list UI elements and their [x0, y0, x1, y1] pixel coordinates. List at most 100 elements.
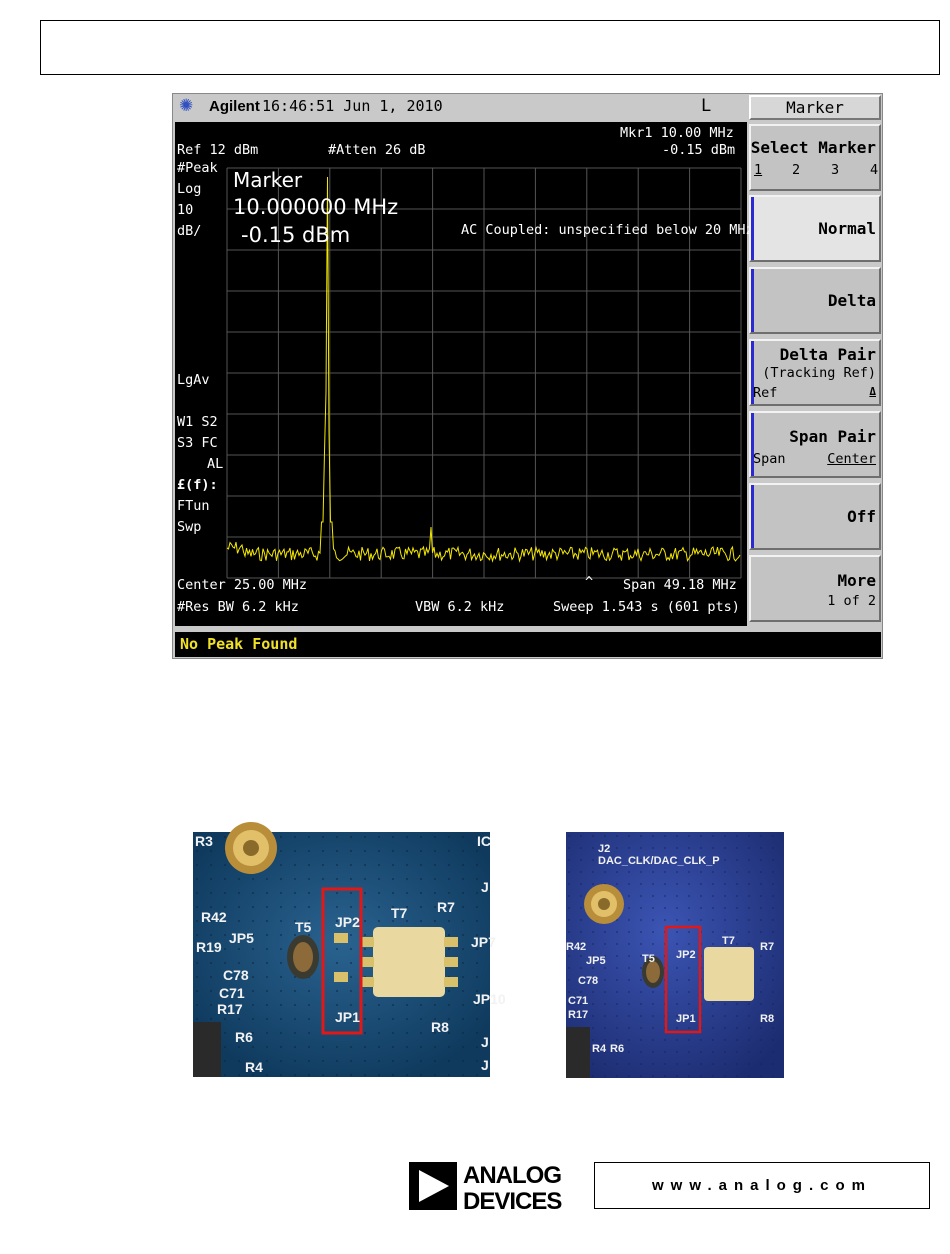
- label-r3: R3: [195, 833, 213, 849]
- label-c78: C78: [578, 975, 598, 987]
- marker-caret: ^: [585, 574, 594, 590]
- span-pair-label: Span Pair: [789, 427, 876, 446]
- sweep-annotation: Swp: [177, 519, 202, 535]
- label-t7: T7: [722, 935, 735, 947]
- detector-annotation: #Peak: [177, 160, 218, 176]
- sweep-time: Sweep 1.543 s (601 pts): [553, 599, 740, 615]
- select-marker-softkey[interactable]: Select Marker 1 2 3 4: [749, 124, 881, 191]
- normal-label: Normal: [818, 219, 876, 238]
- attenuation: #Atten 26 dB: [328, 142, 426, 158]
- label-jp5: JP5: [229, 930, 254, 946]
- label-ic: IC: [477, 833, 491, 849]
- status-message: No Peak Found: [180, 635, 298, 653]
- marker-option-4: 4: [870, 162, 879, 178]
- trace-annotation-3: AL: [207, 456, 224, 472]
- more-softkey[interactable]: More 1 of 2: [749, 555, 881, 622]
- label-r8: R8: [431, 1019, 449, 1035]
- label-r6: R6: [610, 1043, 624, 1055]
- analog-devices-logo-drawing: ANALOG DEVICES: [409, 1162, 563, 1215]
- span-pair-center: Center: [827, 451, 876, 467]
- scale-unit: dB/: [177, 223, 202, 239]
- analyzer-title-bar: ✺ Agilent 16:46:51 Jun 1, 2010 L: [173, 94, 748, 119]
- analyzer-screen: Mkr1 10.00 MHz -0.15 dBm Ref 12 dBm #Att…: [175, 122, 754, 626]
- delta-softkey[interactable]: Delta: [749, 267, 881, 334]
- label-r19: R19: [196, 939, 222, 955]
- label-r4: R4: [592, 1043, 607, 1055]
- reference-level: Ref 12 dBm: [177, 142, 259, 158]
- marker-option-1: 1: [754, 162, 763, 178]
- analog-devices-logo: ANALOG DEVICES: [409, 1162, 579, 1215]
- label-j-1: J: [481, 879, 489, 895]
- label-r8: R8: [760, 1013, 774, 1025]
- label-j-3: J: [481, 1057, 489, 1073]
- softkey-menu-title: Marker: [749, 95, 881, 120]
- board-photo-right-drawing: J2 DAC_CLK/DAC_CLK_P R42 JP5 C78 C71 R17…: [566, 832, 784, 1078]
- logo-triangle-icon: [419, 1170, 449, 1202]
- resolution-bandwidth: #Res BW 6.2 kHz: [177, 599, 299, 615]
- board-photo-left-drawing: R3 R42 R19 JP5 C78 C71 R17 R6 R4 T5 JP2 …: [193, 822, 506, 1077]
- marker-readout-frequency: Mkr1 10.00 MHz: [620, 125, 734, 141]
- label-r42: R42: [566, 941, 586, 953]
- delta-icon: Δ: [869, 385, 876, 398]
- center-frequency: Center 25.00 MHz: [177, 577, 308, 593]
- scale-type: Log: [177, 181, 202, 197]
- label-r17: R17: [217, 1001, 243, 1017]
- more-page: 1 of 2: [827, 593, 876, 609]
- label-r17: R17: [568, 1009, 588, 1021]
- marker-box-amplitude: -0.15 dBm: [241, 223, 351, 247]
- label-r7: R7: [760, 941, 774, 953]
- label-t5: T5: [642, 953, 655, 965]
- label-jp7: JP7: [471, 934, 496, 950]
- label-r6: R6: [235, 1029, 253, 1045]
- delta-label: Delta: [827, 291, 876, 310]
- label-r7: R7: [437, 899, 455, 915]
- average-annotation: LgAv: [177, 372, 210, 388]
- marker-box-title: Marker: [233, 168, 303, 192]
- header-box: [40, 20, 940, 75]
- normal-softkey[interactable]: Normal: [749, 195, 881, 262]
- video-bandwidth: VBW 6.2 kHz: [415, 599, 505, 615]
- label-jp10: JP10: [473, 991, 506, 1007]
- logo-line-2: DEVICES: [463, 1188, 562, 1215]
- label-j-2: J: [481, 1034, 489, 1050]
- timestamp: 16:46:51 Jun 1, 2010: [262, 97, 443, 115]
- delta-pair-ref: Ref: [753, 385, 778, 401]
- label-j2: J2: [598, 843, 610, 855]
- delta-pair-sub: (Tracking Ref): [762, 365, 876, 381]
- label-c78: C78: [223, 967, 249, 983]
- softkey-panel: Marker Select Marker 1 2 3 4 Normal Delt…: [749, 94, 883, 628]
- label-t7: T7: [391, 905, 408, 921]
- label-jp2: JP2: [335, 914, 360, 930]
- marker-option-2: 2: [792, 162, 801, 178]
- coupling-note: AC Coupled: unspecified below 20 MHz: [461, 222, 754, 238]
- brand-name: Agilent: [209, 98, 260, 115]
- label-c71: C71: [219, 985, 245, 1001]
- website-url[interactable]: www.analog.com: [594, 1162, 930, 1209]
- off-label: Off: [847, 507, 876, 526]
- graticule-grid: [226, 167, 742, 579]
- local-indicator: L: [701, 96, 712, 116]
- label-jp5: JP5: [586, 955, 606, 967]
- status-message-bar: No Peak Found: [175, 632, 881, 657]
- marker-readout-amplitude: -0.15 dBm: [662, 142, 736, 158]
- select-marker-label: Select Marker: [750, 138, 876, 157]
- label-t5: T5: [295, 919, 312, 935]
- scale-value: 10: [177, 202, 194, 218]
- spectrum-trace: [226, 176, 741, 563]
- label-jp2: JP2: [676, 949, 696, 961]
- off-softkey[interactable]: Off: [749, 483, 881, 550]
- delta-pair-softkey[interactable]: Delta Pair (Tracking Ref) Ref Δ: [749, 339, 881, 406]
- board-photo-right: J2 DAC_CLK/DAC_CLK_P R42 JP5 C78 C71 R17…: [566, 832, 784, 1078]
- delta-pair-label: Delta Pair: [779, 345, 876, 364]
- more-label: More: [837, 571, 876, 590]
- marker-box-frequency: 10.000000 MHz: [233, 195, 399, 219]
- span-pair-span: Span: [753, 451, 786, 467]
- label-r4: R4: [245, 1059, 263, 1075]
- span-value: Span 49.18 MHz: [623, 577, 737, 593]
- label-dac-clk: DAC_CLK/DAC_CLK_P: [598, 855, 720, 867]
- label-c71: C71: [568, 995, 588, 1007]
- board-photo-left: R3 R42 R19 JP5 C78 C71 R17 R6 R4 T5 JP2 …: [193, 822, 506, 1077]
- spectrum-analyzer-display: ✺ Agilent 16:46:51 Jun 1, 2010 L Mkr1 10…: [172, 93, 883, 659]
- span-pair-softkey[interactable]: Span Pair Span Center: [749, 411, 881, 478]
- label-jp1: JP1: [676, 1013, 696, 1025]
